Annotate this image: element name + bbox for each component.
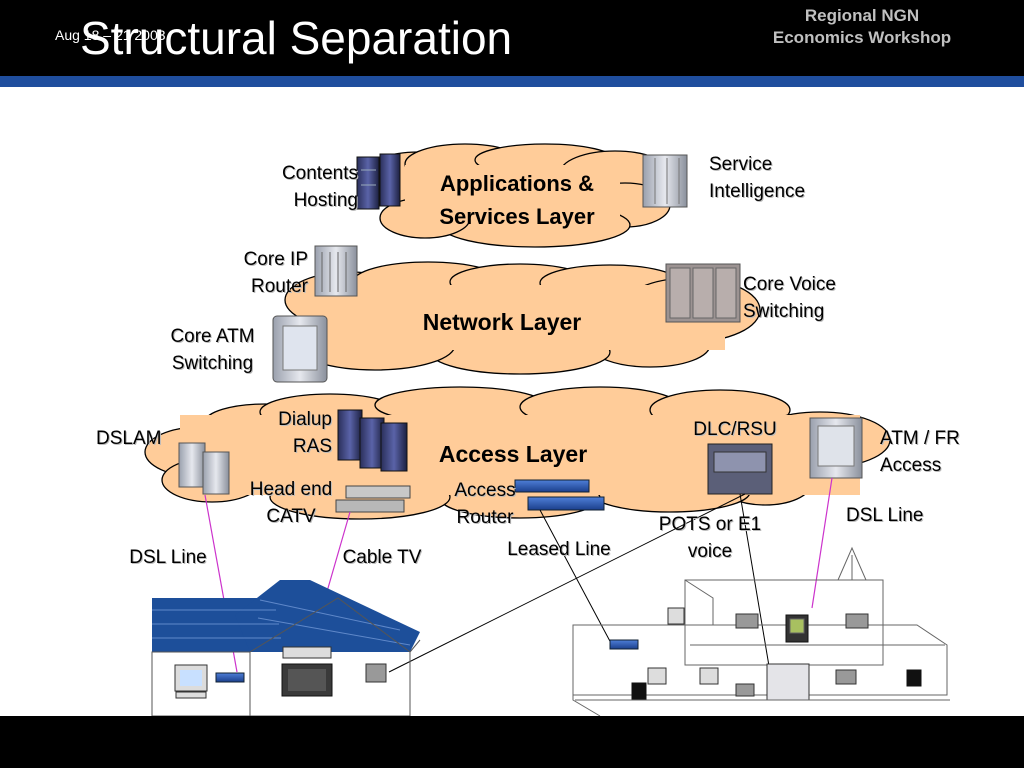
cable-tv-label: Cable TV: [342, 547, 422, 568]
leased-line-label: Leased Line: [507, 539, 611, 560]
pots-e1-voice-lines: [388, 493, 771, 673]
access-layer-label: Access Layer: [438, 441, 588, 467]
leased-line: [539, 509, 613, 646]
service-intelligence-label: Service Intelligence: [709, 154, 806, 202]
dslam-icon: [178, 442, 230, 495]
residential-house: [151, 580, 421, 717]
service-intelligence-server-icon: [642, 154, 688, 208]
access-router-icon: [514, 479, 605, 511]
business-building: [572, 546, 950, 717]
dsl-line-right: [811, 477, 833, 609]
core-atm-switching-icon: [272, 315, 328, 383]
core-ip-router-icon: [314, 245, 358, 297]
core-ip-router-label: Core IP Router: [243, 249, 308, 297]
title-bar-accent: [0, 76, 1024, 87]
title-bar: [0, 0, 1024, 76]
atm-fr-access-icon: [809, 417, 863, 479]
applications-layer-cloud: [357, 143, 671, 248]
network-layer-label: Network Layer: [422, 309, 582, 335]
contents-hosting-label: Contents Hosting: [281, 163, 358, 211]
dialup-ras-icon: [337, 409, 408, 472]
core-voice-switching-label: Core Voice Switching: [743, 274, 836, 322]
dlc-rsu-icon: [707, 443, 773, 495]
core-atm-switching-label: Core ATM Switching: [170, 326, 255, 374]
footer-bar: [0, 716, 1024, 768]
dsl-line-right-label: DSL Line: [846, 505, 924, 526]
head-end-catv-label: Head end CATV: [249, 479, 333, 527]
page-title: Structural Separation: [80, 12, 513, 64]
applications-layer-label: Applications & Services Layer: [439, 171, 595, 229]
dslam-label: DSLAM: [96, 428, 162, 449]
dlc-rsu-label: DLC/RSU: [693, 419, 777, 440]
footer-event-name: Regional NGN Economics Workshop: [772, 6, 952, 47]
head-end-catv-icon: [335, 485, 411, 513]
core-voice-switching-icon: [665, 263, 741, 323]
access-router-label: Access Router: [454, 480, 516, 528]
footer-date: Aug 18 – 21 2003: [55, 27, 166, 43]
network-layer-cloud: [284, 261, 761, 375]
dsl-line-left-label: DSL Line: [129, 547, 207, 568]
contents-hosting-server-icon: [356, 153, 401, 210]
dialup-ras-label: Dialup RAS: [278, 409, 332, 457]
atm-fr-access-label: ATM / FR Access: [880, 428, 960, 476]
pots-e1-voice-label: POTS or E1 voice: [658, 514, 762, 562]
